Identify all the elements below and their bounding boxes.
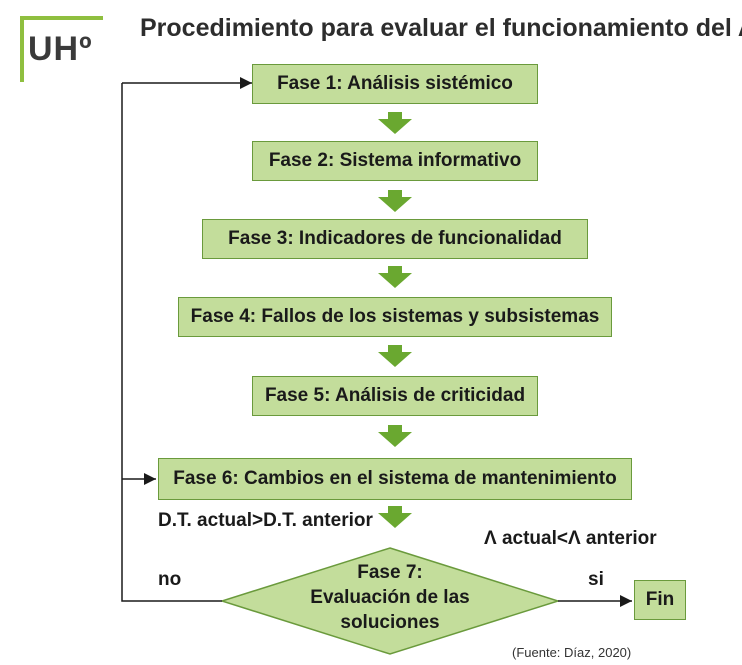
arrow-2-3 [378,190,412,212]
end-box: Fin [634,580,686,620]
source-note: (Fuente: Díaz, 2020) [512,645,632,660]
phase-5-box: Fase 5: Análisis de criticidad [252,376,538,416]
no-label: no [158,569,182,590]
decision-diamond [219,547,561,655]
condition-left-label: D.T. actual>D.T. anterior [158,510,373,531]
phase-3-box: Fase 3: Indicadores de funcionalidad [202,219,588,259]
page-title: Procedimiento para evaluar el funcionami… [140,14,742,42]
phase-2-box: Fase 2: Sistema informativo [252,141,538,181]
arrow-3-4 [378,266,412,288]
arrow-6-7 [378,506,412,528]
decision-label: Fase 7: Evaluación de las soluciones [290,560,490,635]
arrow-1-2 [378,112,412,134]
phase-1-box: Fase 1: Análisis sistémico [252,64,538,104]
arrow-5-6 [378,425,412,447]
si-label: si [588,569,604,590]
arrow-4-5 [378,345,412,367]
decision-line-2: Evaluación de las [310,587,470,608]
loop-line-no [121,83,222,602]
decision-line-3: soluciones [340,612,440,633]
logo: UHº [28,30,93,68]
decision-line-1: Fase 7: [357,562,423,583]
phase-4-box: Fase 4: Fallos de los sistemas y subsist… [178,297,612,337]
logo-frame [20,16,103,82]
condition-right-label: Λ actual<Λ anterior [484,528,657,549]
phase-6-box: Fase 6: Cambios en el sistema de manteni… [158,458,632,500]
